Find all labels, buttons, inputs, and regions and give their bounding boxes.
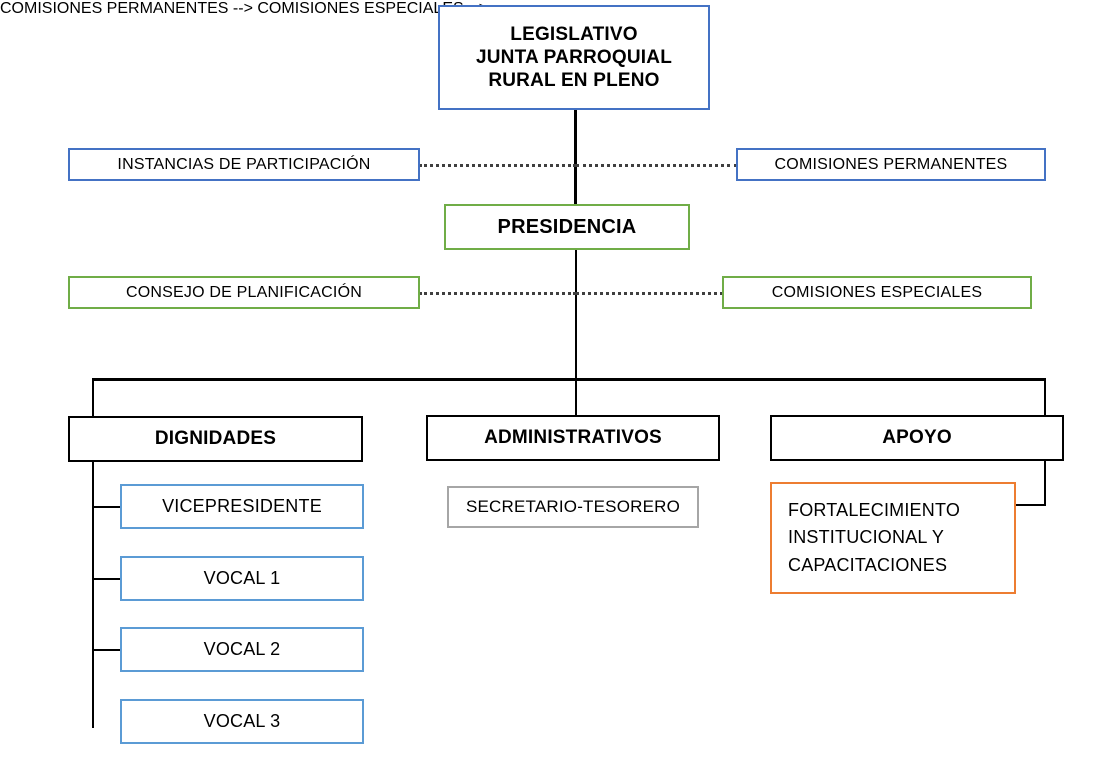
node-vocal-2[interactable]: VOCAL 2: [120, 627, 364, 672]
node-comisiones-permanentes-label: COMISIONES PERMANENTES: [774, 155, 1008, 173]
node-fortalecimiento-line-3: CAPACITACIONES: [788, 554, 948, 575]
connector-dotted-lower-right: [576, 292, 723, 295]
node-dignidades-label: DIGNIDADES: [154, 428, 277, 450]
node-consejo-planificacion-label: CONSEJO DE PLANIFICACIÓN: [126, 283, 362, 301]
node-vicepresidente[interactable]: VICEPRESIDENTE: [120, 484, 364, 529]
connector-stub-vocal-2: [92, 649, 122, 651]
connector-dignidades-spine: [92, 378, 94, 728]
node-administrativos-label: ADMINISTRATIVOS: [484, 427, 662, 449]
node-apoyo[interactable]: APOYO: [770, 415, 1064, 461]
node-presidencia-label: PRESIDENCIA: [497, 215, 637, 238]
node-legislativo-line-3: RURAL EN PLENO: [488, 70, 660, 92]
node-legislativo-line-1: LEGISLATIVO: [510, 23, 638, 45]
connector-dotted-upper-left: [419, 164, 576, 167]
node-administrativos[interactable]: ADMINISTRATIVOS: [426, 415, 720, 461]
node-vocal-2-label: VOCAL 2: [203, 638, 281, 659]
connector-apoyo-elbow-vertical: [1044, 460, 1046, 505]
node-apoyo-label: APOYO: [882, 427, 952, 449]
connector-distribution-bar: [92, 378, 1046, 381]
node-vocal-1-label: VOCAL 1: [203, 567, 281, 588]
node-comisiones-permanentes[interactable]: COMISIONES PERMANENTES: [736, 148, 1046, 181]
node-legislativo[interactable]: LEGISLATIVO JUNTA PARROQUIAL RURAL EN PL…: [438, 5, 710, 110]
node-dignidades[interactable]: DIGNIDADES: [68, 416, 363, 462]
node-instancias-participacion[interactable]: INSTANCIAS DE PARTICIPACIÓN: [68, 148, 420, 181]
node-legislativo-line-2: JUNTA PARROQUIAL: [475, 46, 672, 68]
node-vicepresidente-label: VICEPRESIDENTE: [162, 495, 322, 516]
node-vocal-3-label: VOCAL 3: [203, 710, 281, 731]
connector-administrativos-drop: [575, 378, 577, 415]
connector-stub-vocal-1: [92, 578, 122, 580]
connector-spine-lower: [575, 250, 577, 380]
node-instancias-participacion-label: INSTANCIAS DE PARTICIPACIÓN: [117, 155, 371, 173]
node-consejo-planificacion[interactable]: CONSEJO DE PLANIFICACIÓN: [68, 276, 420, 309]
connector-apoyo-elbow-horizontal: [1016, 504, 1046, 506]
node-comisiones-especiales[interactable]: COMISIONES ESPECIALES: [722, 276, 1032, 309]
node-secretario-tesorero-label: SECRETARIO-TESORERO: [465, 496, 681, 516]
connector-apoyo-drop: [1044, 378, 1046, 415]
node-vocal-1[interactable]: VOCAL 1: [120, 556, 364, 601]
connector-dotted-lower-left: [419, 292, 576, 295]
connector-dotted-upper-right: [576, 164, 737, 167]
node-comisiones-especiales-label: COMISIONES ESPECIALES: [771, 283, 983, 301]
node-fortalecimiento-institucional[interactable]: FORTALECIMIENTO INSTITUCIONAL Y CAPACITA…: [770, 482, 1016, 594]
node-fortalecimiento-line-2: INSTITUCIONAL Y: [788, 527, 945, 548]
node-secretario-tesorero[interactable]: SECRETARIO-TESORERO: [447, 486, 699, 528]
node-vocal-3[interactable]: VOCAL 3: [120, 699, 364, 744]
node-fortalecimiento-line-1: FORTALECIMIENTO: [788, 499, 961, 520]
node-presidencia[interactable]: PRESIDENCIA: [444, 204, 690, 250]
connector-spine-top: [574, 110, 577, 210]
connector-stub-vicepresidente: [92, 506, 121, 508]
